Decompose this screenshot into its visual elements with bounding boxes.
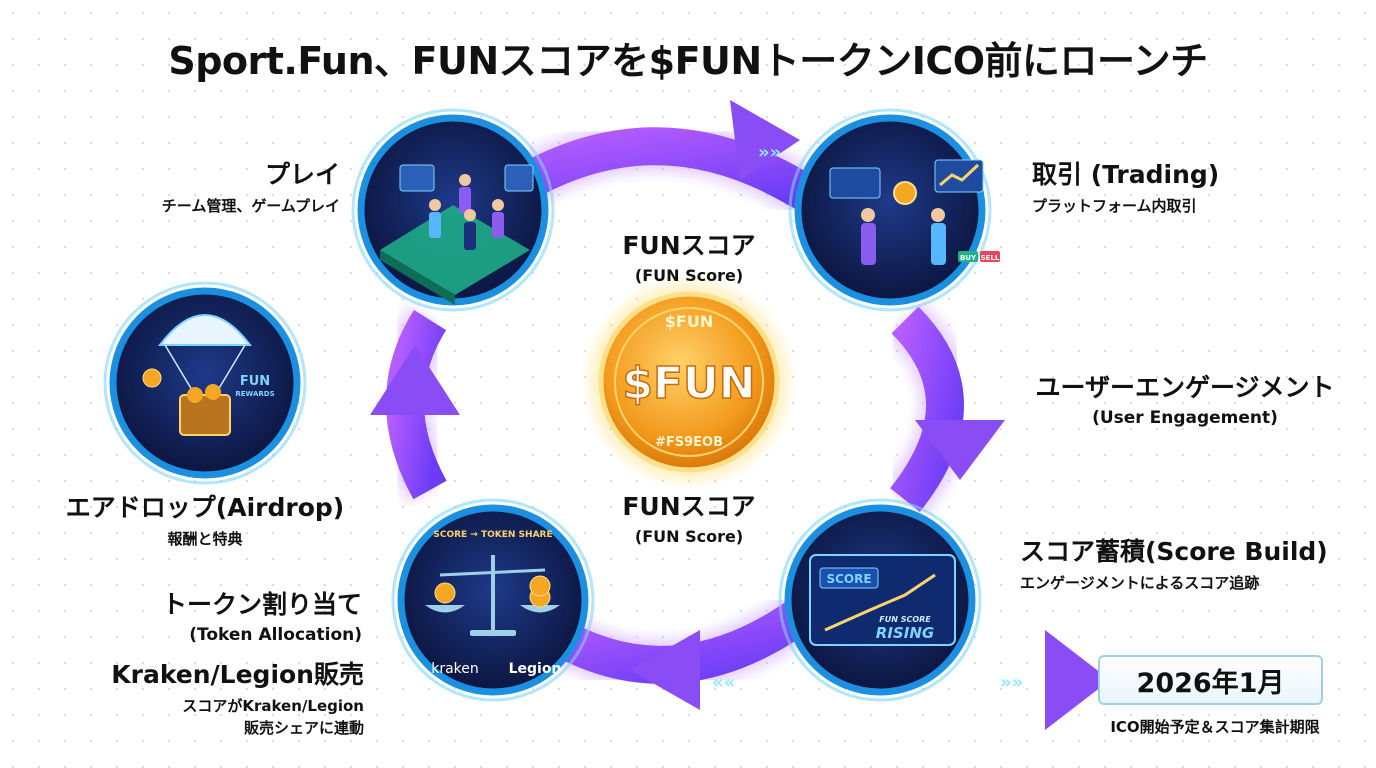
play-label: プレイ (264, 160, 340, 189)
sell-label: SELL (981, 254, 1000, 262)
center-bottom-label: FUNスコア (622, 492, 756, 521)
fun-label: FUN (240, 374, 270, 389)
svg-text:»»: »» (758, 142, 781, 163)
arrow-head-timeline (1045, 630, 1110, 730)
node-allocation: SCORE → TOKEN SHARE kraken Legion (391, 498, 595, 702)
buy-label: BUY (960, 254, 977, 262)
allocation-sub: (Token Allocation) (189, 625, 362, 645)
center-bottom-sub: (FUN Score) (634, 527, 744, 546)
arrow-head-top (730, 100, 800, 180)
play-sub: チーム管理、ゲームプレイ (161, 197, 340, 215)
label-play: プレイ チーム管理、ゲームプレイ (60, 155, 340, 216)
page-title: Sport.Fun、FUNスコアを$FUNトークンICO前にローンチ (168, 39, 1208, 83)
fun-coin: $FUN $FUN #FS9EOB (581, 274, 797, 490)
rewards-label: REWARDS (235, 390, 274, 398)
trading-sub: プラットフォーム内取引 (1032, 197, 1197, 215)
center-label-bottom: FUNスコア (FUN Score) (589, 487, 789, 546)
parachute-icon (157, 314, 253, 346)
timeline-date: 2026年1月 (1098, 655, 1323, 705)
svg-text:»»: »» (1000, 672, 1023, 693)
sale-label: Kraken/Legion販売 (111, 660, 364, 689)
rising-label: RISING (876, 624, 934, 642)
arrow-head-bottom (630, 630, 700, 710)
label-airdrop: エアドロップ(Airdrop) 報酬と特典 (50, 488, 360, 549)
score-token-share-label: SCORE → TOKEN SHARE (433, 530, 552, 540)
arrow-head-right (915, 420, 1005, 480)
trend-icon (939, 163, 980, 187)
coin-main-text: $FUN (622, 358, 755, 409)
airdrop-label: エアドロップ(Airdrop) (65, 493, 345, 522)
treasure-chest-icon (179, 394, 231, 436)
arrow-head-left (370, 345, 460, 415)
label-engagement: ユーザーエンゲージメント (User Engagement) (1020, 368, 1350, 428)
score-label: SCORE (826, 572, 871, 586)
node-airdrop: FUN REWARDS (103, 281, 307, 485)
allocation-label: トークン割り当て (161, 590, 362, 619)
label-score-build: スコア蓄積(Score Build) エンゲージメントによるスコア追跡 (1020, 532, 1340, 593)
node-play (351, 108, 555, 312)
team-icon (399, 164, 435, 192)
fun-score-label: FUN SCORE (879, 615, 931, 624)
node-score-build: SCORE FUN SCORE RISING (778, 498, 982, 702)
coin-bottom-text: #FS9EOB (655, 435, 723, 450)
kraken-logo: kraken (431, 661, 479, 677)
timeline-sub: ICO開始予定＆スコア集計期限 (1110, 718, 1320, 736)
center-top-sub: (FUN Score) (634, 266, 744, 285)
sale-sub2: 販売シェアに連動 (243, 719, 364, 737)
node-trading: BUY SELL (788, 108, 1000, 312)
trading-label: 取引 (Trading) (1032, 160, 1220, 189)
score-build-label: スコア蓄積(Score Build) (1020, 537, 1328, 566)
label-trading: 取引 (Trading) プラットフォーム内取引 (1032, 155, 1332, 216)
label-allocation: トークン割り当て (Token Allocation) (80, 585, 362, 645)
score-build-sub: エンゲージメントによるスコア追跡 (1020, 574, 1260, 592)
legion-logo: Legion (509, 661, 562, 677)
airdrop-sub: 報酬と特典 (167, 530, 243, 548)
engagement-sub: (User Engagement) (1092, 408, 1278, 428)
coin-icon (893, 181, 917, 205)
coin-top-text: $FUN (665, 312, 713, 331)
center-label-top: FUNスコア (FUN Score) (589, 226, 789, 285)
engagement-label: ユーザーエンゲージメント (1035, 373, 1335, 402)
center-top-label: FUNスコア (622, 231, 756, 260)
flow-arrows: »» »» «« (370, 100, 1110, 730)
svg-text:««: «« (712, 672, 735, 693)
sale-sub1: スコアがKraken/Legion (182, 697, 364, 715)
label-sale: Kraken/Legion販売 スコアがKraken/Legion 販売シェアに… (80, 655, 364, 738)
